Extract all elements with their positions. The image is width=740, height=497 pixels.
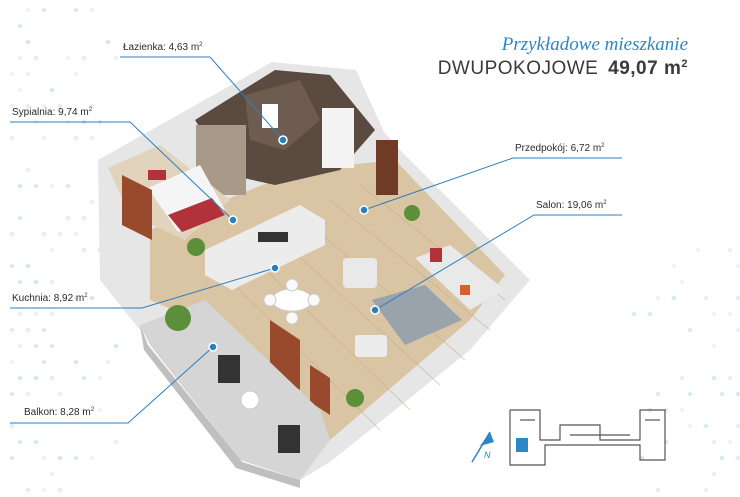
- dining-table: [272, 289, 312, 311]
- room-label-living-room: Salon: 19,06 m2: [536, 200, 607, 211]
- room-label-kitchen: Kuchnia: 8,92 m2: [12, 293, 88, 304]
- plant-icon: [187, 238, 205, 256]
- wardrobe: [322, 108, 354, 168]
- plant-icon: [404, 205, 420, 221]
- apartment-type: DWUPOKOJOWE: [438, 58, 599, 79]
- plant-icon: [346, 389, 364, 407]
- room-label-balcony: Balkon: 8,28 m2: [24, 407, 94, 418]
- chair: [286, 279, 298, 291]
- ottoman: [355, 335, 387, 357]
- apartment-area: 49,07 m2: [608, 58, 688, 79]
- chair: [286, 312, 298, 324]
- balcony-chair: [278, 425, 300, 453]
- armchair: [343, 258, 377, 288]
- room-label-bedroom: Sypialnia: 9,74 m2: [12, 107, 92, 118]
- cooktop: [258, 232, 288, 242]
- room-label-bathroom: Łazienka: 4,63 m2: [123, 42, 203, 53]
- toilet: [262, 104, 278, 128]
- subtitle: Przykładowe mieszkanie: [502, 34, 688, 56]
- page-title: DWUPOKOJOWE 49,07 m2: [438, 58, 688, 80]
- chair: [308, 294, 320, 306]
- entry-door: [376, 140, 398, 195]
- chair: [264, 294, 276, 306]
- balcony-table: [241, 391, 259, 409]
- building-key-plan: [510, 410, 665, 465]
- cushion-red: [430, 248, 442, 262]
- plant-icon: [165, 305, 191, 331]
- room-label-hallway: Przedpokój: 6,72 m2: [515, 143, 605, 154]
- compass-letter: N: [484, 450, 491, 460]
- compass-icon: N: [472, 432, 494, 462]
- key-plan-highlight: [516, 438, 528, 452]
- balcony-chair: [218, 355, 240, 383]
- pillow-red: [148, 170, 166, 180]
- cushion-orange: [460, 285, 470, 295]
